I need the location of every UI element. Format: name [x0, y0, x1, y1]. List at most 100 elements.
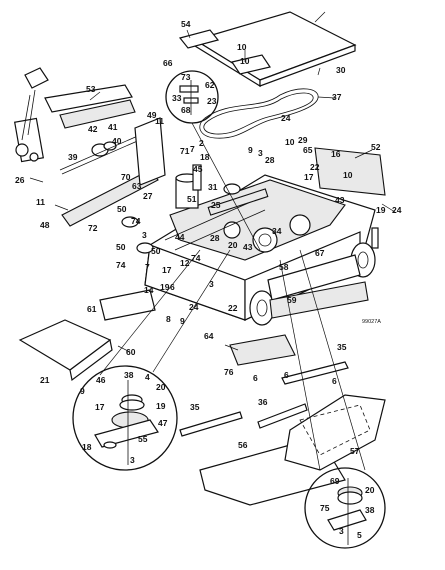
part-number-label: 20: [228, 240, 238, 250]
part-number-label: 37: [332, 92, 342, 102]
part-number-label: 28: [265, 155, 275, 165]
part-number-label: 68: [181, 105, 191, 115]
part-number-label: 3: [258, 148, 263, 158]
part-number-label: 9: [180, 316, 185, 326]
part-number-label: 72: [88, 223, 98, 233]
part-number-label: 19: [376, 205, 386, 215]
cover-plate: [193, 11, 357, 88]
part-number-label: 22: [228, 303, 238, 313]
drive-belt: [199, 88, 319, 139]
part-number-label: 75: [320, 503, 330, 513]
part-number-label: 66: [163, 58, 173, 68]
part-number-label: 31: [208, 182, 218, 192]
part-number-label: 44: [175, 232, 185, 242]
spindle-housing: [175, 164, 202, 209]
part-number-label: 58: [279, 262, 289, 272]
small-plate: [178, 29, 271, 75]
part-number-label: 53: [86, 84, 96, 94]
detail-circle-blade-hub: [304, 467, 386, 549]
bracket-60: [99, 289, 156, 321]
part-number-label: 17: [95, 402, 105, 412]
part-number-label: 57: [350, 446, 360, 456]
part-number-label: 36: [258, 397, 268, 407]
part-number-label: 47: [158, 418, 168, 428]
part-number-label: 24: [189, 302, 199, 312]
part-number-label: 41: [108, 122, 118, 132]
part-number-label: 16: [331, 149, 341, 159]
part-number-label: 33: [172, 93, 182, 103]
deck-shell-57: [284, 394, 386, 471]
roller-assembly: [59, 134, 143, 175]
left-side-plate: [61, 169, 159, 227]
part-number-label: 38: [124, 370, 134, 380]
part-number-label: 14: [144, 285, 154, 295]
part-number-label: 55: [138, 434, 148, 444]
part-number-label: 49: [147, 110, 157, 120]
part-number-label: 29: [298, 135, 308, 145]
blades: [179, 361, 349, 437]
part-number-label: 3: [339, 526, 344, 536]
part-number-label: 39: [68, 152, 78, 162]
part-number-label: 43: [335, 195, 345, 205]
part-number-label: 7: [145, 262, 150, 272]
part-number-label: 6: [332, 376, 337, 386]
part-number-label: 3: [209, 279, 214, 289]
part-number-label: 7: [190, 144, 195, 154]
upper-left-plate: [134, 117, 166, 186]
part-number-label: 46: [96, 375, 106, 385]
part-number-label: 50: [116, 242, 126, 252]
part-number-label: 23: [207, 96, 217, 106]
part-number-label: 70: [121, 172, 131, 182]
part-number-label: 34: [272, 226, 282, 236]
part-number-label: 6: [170, 282, 175, 292]
part-number-label: 3: [142, 230, 147, 240]
part-number-label: 35: [190, 402, 200, 412]
part-number-label: 51: [187, 194, 197, 204]
caster-wheels: [249, 227, 379, 326]
part-number-label: 76: [224, 367, 234, 377]
rear-baffle: [269, 281, 369, 319]
part-number-label: 74: [131, 216, 141, 226]
part-number-label: 30: [336, 65, 346, 75]
leader-lines: [29, 11, 396, 471]
lift-frame: [13, 67, 136, 163]
part-number-label: 43: [243, 242, 253, 252]
part-number-label: 25: [211, 200, 221, 210]
part-number-label: 71: [180, 146, 190, 156]
part-number-label: 61: [87, 304, 97, 314]
part-number-label: 48: [40, 220, 50, 230]
part-number-label: 12: [180, 258, 190, 268]
part-number-label: 26: [15, 175, 25, 185]
part-number-label: 65: [303, 145, 313, 155]
part-number-label: 73: [181, 72, 191, 82]
part-number-label: 50: [117, 204, 127, 214]
part-number-label: 42: [88, 124, 98, 134]
part-number-label: 10: [237, 42, 247, 52]
part-number-label: 10: [285, 137, 295, 147]
part-number-label: 38: [365, 505, 375, 515]
idler-pulleys: [121, 183, 241, 254]
part-number-label: 40: [112, 136, 122, 146]
part-number-label: 9: [248, 145, 253, 155]
part-number-label: 9: [80, 386, 85, 396]
part-number-label: 5: [357, 530, 362, 540]
part-number-label: 6: [253, 373, 258, 383]
part-number-label: 60: [126, 347, 136, 357]
part-number-label: 22: [310, 162, 320, 172]
part-number-label: 4: [145, 372, 150, 382]
part-number-label: 54: [181, 19, 191, 29]
part-number-label: 27: [143, 191, 153, 201]
part-number-label: 21: [40, 375, 50, 385]
part-number-label: 17: [162, 265, 172, 275]
part-number-label: 24: [281, 113, 291, 123]
part-number-label: 45: [193, 164, 203, 174]
part-number-label: 8: [166, 314, 171, 324]
detail-circle-spindle: [72, 365, 178, 471]
part-number-label: 18: [200, 152, 210, 162]
part-number-label: 6: [284, 370, 289, 380]
front-skirt: [267, 254, 361, 301]
part-number-label: 17: [304, 172, 314, 182]
part-number-label: 56: [238, 440, 248, 450]
part-number-label: 63: [132, 181, 142, 191]
